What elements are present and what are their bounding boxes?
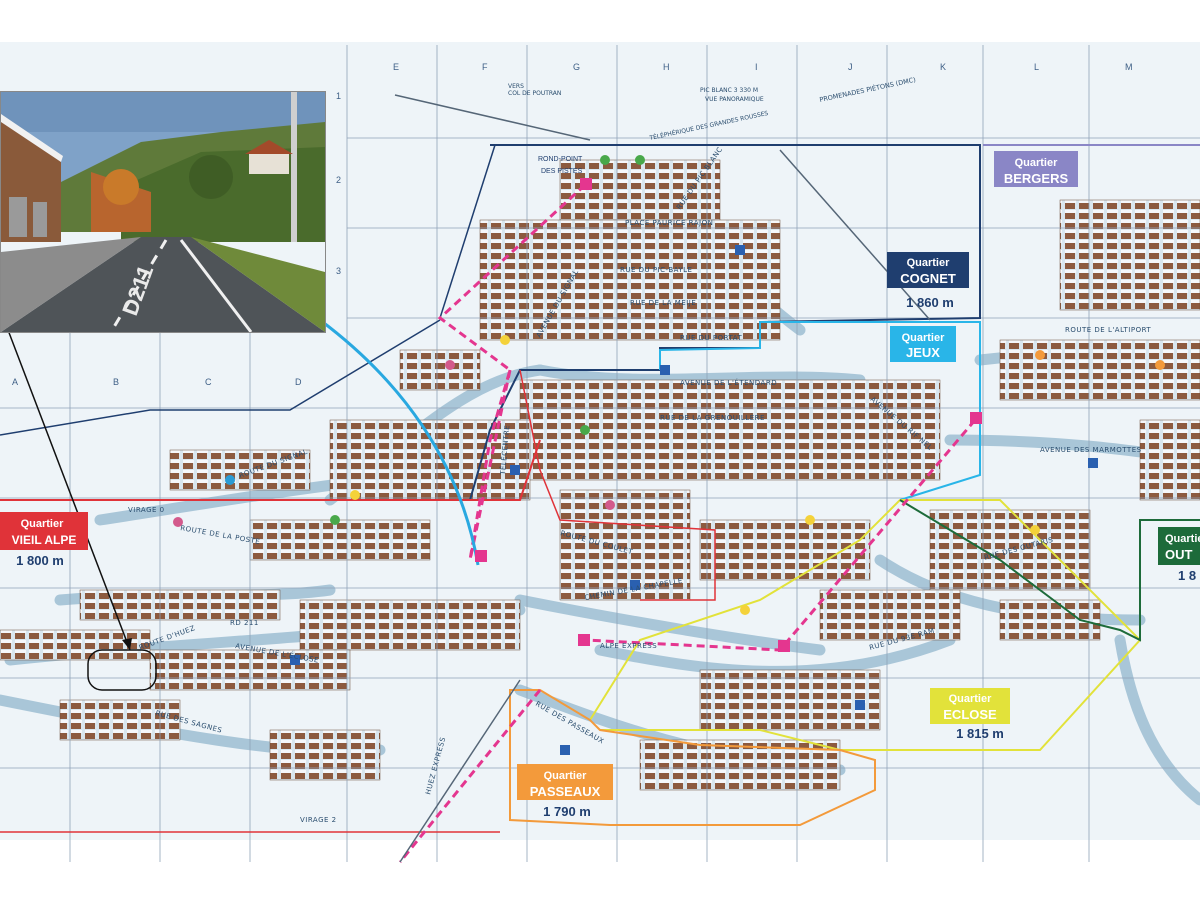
street-rue-grenouillere: RUE DE LA GRENOUILLÈRE (660, 413, 765, 422)
bergers-name: BERGERS (1004, 171, 1069, 186)
label-des-pistes: DES PISTES (541, 168, 583, 175)
buildings (0, 159, 1200, 791)
quartier-eclose: Quartier ECLOSE 1 815 m (930, 688, 1010, 741)
cognet-line1: Quartier (907, 257, 951, 269)
passeaux-altitude: 1 790 m (543, 804, 591, 819)
street-view-photo: D211 (0, 91, 326, 333)
street-rue-du-portat: RUE DU PORTAT (680, 334, 742, 342)
quartier-outan: Quartier OUT 1 8 (1158, 527, 1200, 583)
quartier-boundaries (0, 144, 1200, 833)
arrow-head-icon (122, 638, 132, 650)
label-vue-pano: VUE PANORAMIQUE (705, 96, 764, 103)
eclose-line1: Quartier (949, 693, 993, 705)
grid-col-k: K (940, 62, 946, 72)
passeaux-name: PASSEAUX (530, 784, 601, 799)
grid-col-j: J (848, 62, 853, 72)
quartier-cognet: Quartier COGNET 1 860 m (887, 252, 969, 310)
outan-altitude: 1 8 (1178, 568, 1196, 583)
vieil-alpe-line1: Quartier (21, 518, 65, 530)
street-virage-2: VIRAGE 2 (300, 816, 337, 824)
label-rond-point: ROND-POINT (538, 156, 583, 163)
label-pic-blanc: PIC BLANC 3 330 M (700, 87, 758, 94)
jeux-name: JEUX (906, 345, 940, 360)
grid-col-g: G (573, 62, 580, 72)
grid-col-f: F (482, 62, 488, 72)
cognet-altitude: 1 860 m (906, 295, 954, 310)
street-rue-de-la-meije: RUE DE LA MEIJE (630, 299, 696, 307)
street-place-paurice-rajon: PLACE PAURICE RAJON (625, 219, 713, 227)
vieil-alpe-name: VIEIL ALPE (12, 533, 77, 547)
grid-col-a: A (12, 377, 18, 387)
outan-name: OUT (1165, 547, 1193, 562)
eclose-name: ECLOSE (943, 707, 997, 722)
grid-col-m: M (1125, 62, 1133, 72)
grid-labels: E F G H I J K L M A B C D 1 2 3 (12, 62, 1133, 387)
photo-callout-line (319, 318, 480, 566)
street-avenue-etendard: AVENUE DE L'ÉTENDARD (680, 378, 777, 387)
quartier-bergers: Quartier BERGERS (994, 151, 1078, 187)
street-avenue-marmottes: AVENUE DES MARMOTTES (1040, 446, 1142, 454)
passeaux-line1: Quartier (544, 770, 588, 782)
grid-col-l: L (1034, 62, 1039, 72)
street-alpe-express: ALPE EXPRESS (600, 642, 657, 650)
lift-stations (475, 178, 982, 652)
street-virage-0: VIRAGE 0 (128, 506, 165, 514)
grid-col-d: D (295, 377, 302, 387)
quartier-vieil-alpe: Quartier VIEIL ALPE 1 800 m (0, 512, 88, 568)
street-route-altiport: ROUTE DE L'ALTIPORT (1065, 326, 1151, 334)
grid-col-c: C (205, 377, 212, 387)
grid-row-1: 1 (336, 91, 341, 101)
grid-col-h: H (663, 62, 670, 72)
photo-arrow-line (7, 329, 131, 651)
grid-col-i: I (755, 62, 758, 72)
poi-markers (173, 155, 1165, 755)
cognet-name: COGNET (900, 271, 956, 286)
outan-line1: Quartier (1165, 533, 1200, 545)
grid-col-b: B (113, 377, 119, 387)
street-rue-du-pic-bayle: RUE DU PIC-BAYLE (620, 266, 692, 274)
vieil-alpe-altitude: 1 800 m (16, 553, 64, 568)
grid-row-3: 3 (336, 266, 341, 276)
quartier-jeux: Quartier JEUX (890, 326, 956, 362)
quartier-passeaux: Quartier PASSEAUX 1 790 m (517, 764, 613, 819)
eclose-altitude: 1 815 m (956, 726, 1004, 741)
grid-col-e: E (393, 62, 399, 72)
jeux-line1: Quartier (902, 332, 946, 344)
cable-lines (394, 94, 931, 863)
highlight-circle (87, 649, 157, 691)
street-rd-211: RD 211 (230, 619, 259, 627)
grid-row-2: 2 (336, 175, 341, 185)
bergers-line1: Quartier (1015, 157, 1059, 169)
grid-lines (0, 45, 1200, 862)
street-telecentre: TÉLÉCENTRE (498, 424, 511, 476)
